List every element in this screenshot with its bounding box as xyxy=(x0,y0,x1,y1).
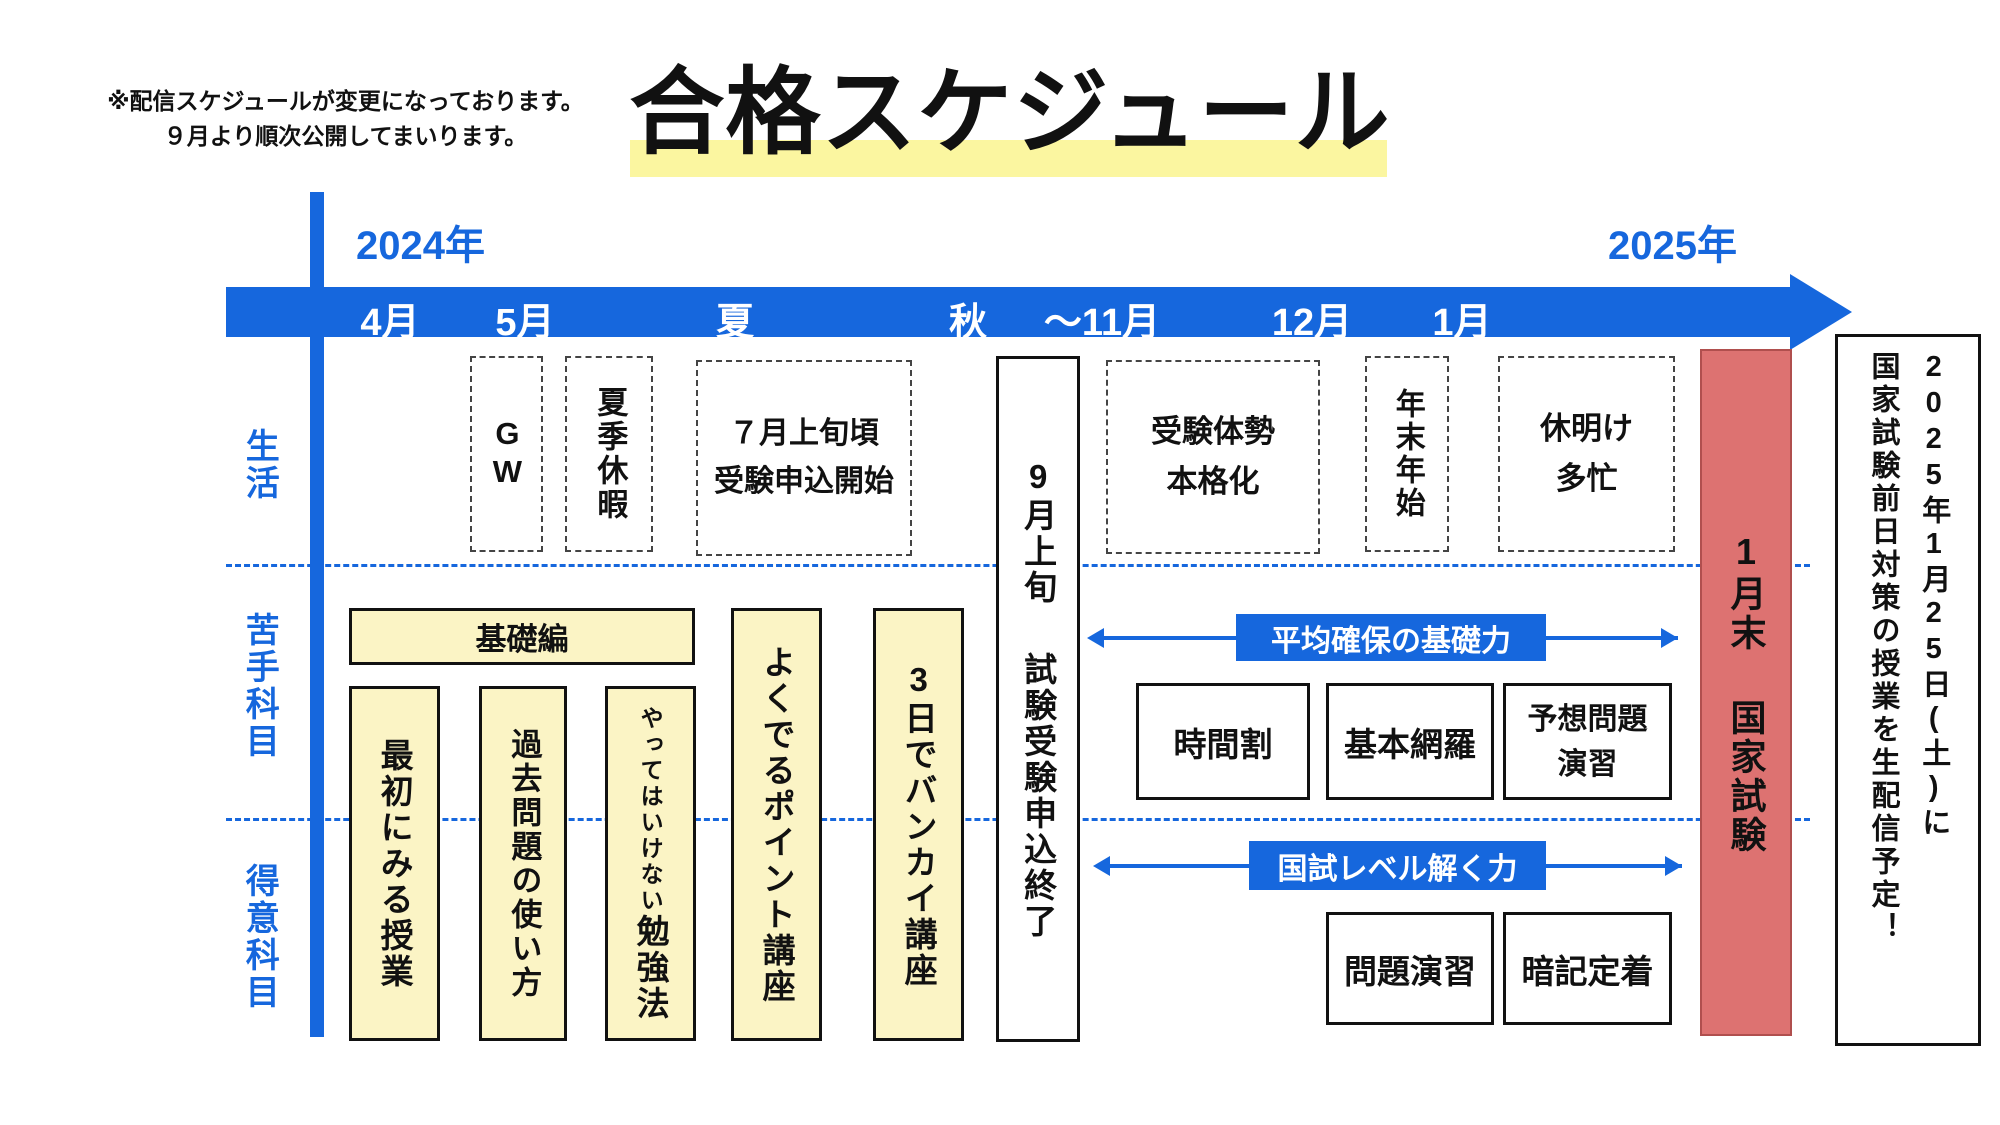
july-line-2: 受験申込開始 xyxy=(714,465,894,498)
weak-item-basic-coverage: 基本網羅 xyxy=(1326,683,1494,800)
taisei-line-2: 本格化 xyxy=(1166,464,1260,499)
national-exam-box: 1月末国家試験 xyxy=(1700,349,1792,1036)
row-label-strong-subjects: 得意科目 xyxy=(236,856,282,1018)
weak-arrow-left-icon xyxy=(1087,628,1104,648)
bankai-lecture-text: 3日でバンカイ講座 xyxy=(900,660,938,989)
info-line-1: 2025年1月25日(土)に xyxy=(1917,351,1950,840)
life-box-busy-after-holiday: 休明け 多忙 xyxy=(1498,356,1675,552)
note-line-1: ※配信スケジュールが変更になっております。 xyxy=(107,88,584,114)
weak-arrow-label: 平均確保の基礎力 xyxy=(1236,614,1546,661)
row-label-life: 生活 xyxy=(236,425,282,505)
life-box-exam-mode: 受験体勢 本格化 xyxy=(1106,360,1320,554)
july-line-1: ７月上旬頃 xyxy=(729,417,879,450)
row-label-life-text: 生活 xyxy=(240,428,279,502)
national-exam-text: 1月末国家試験 xyxy=(1724,531,1769,855)
year-right-label: 2025年 xyxy=(1608,224,1737,268)
row-label-weak-subjects: 苦手科目 xyxy=(236,605,282,767)
course-box-point-lecture: よくでるポイント講座 xyxy=(731,608,822,1041)
life-box-gw-text: GW xyxy=(489,416,525,492)
september-application-close-box: 9月上旬試験受験申込終了 xyxy=(996,356,1080,1042)
life-box-summer-vacation: 夏季休暇 xyxy=(565,356,653,552)
weak-item-timetable: 時間割 xyxy=(1136,683,1310,800)
avoid-study-text: やってはいけない勉強法 xyxy=(630,706,671,1022)
month-label-summer: 夏 xyxy=(715,302,755,344)
exam-line-2: 国家試験 xyxy=(1725,698,1767,855)
september-line-1: 9月上旬 xyxy=(1019,458,1057,606)
month-label-nov: ～11月 xyxy=(1043,302,1161,344)
year-end-text: 年末年始 xyxy=(1390,388,1424,520)
weak-item-predicted-questions: 予想問題 演習 xyxy=(1503,683,1672,800)
note-line-2: ９月より順次公開してまいります。 xyxy=(163,122,528,149)
month-label-may: 5月 xyxy=(495,302,555,344)
month-label-dec: 12月 xyxy=(1271,302,1353,344)
basics-text: 基礎編 xyxy=(475,622,569,657)
strong-arrow-label: 国試レベル解く力 xyxy=(1249,841,1546,890)
predicted-line-2: 演習 xyxy=(1557,747,1618,781)
timetable-text: 時間割 xyxy=(1173,725,1273,763)
exam-line-1: 1月末 xyxy=(1725,530,1767,653)
schedule-change-note: ※配信スケジュールが変更になっております。 ９月より順次公開してまいります。 xyxy=(88,84,603,153)
live-stream-info-box: 2025年1月25日(土)に 国家試験前日対策の授業を生配信予定！ xyxy=(1835,334,1981,1046)
first-lesson-text: 最初にみる授業 xyxy=(376,737,414,990)
yasumiake-line-2: 多忙 xyxy=(1555,461,1618,496)
strong-item-question-practice: 問題演習 xyxy=(1326,912,1494,1025)
past-questions-text: 過去問題の使い方 xyxy=(506,727,542,1000)
info-line-2: 国家試験前日対策の授業を生配信予定！ xyxy=(1867,351,1899,945)
september-line-2: 試験受験申込終了 xyxy=(1019,652,1057,940)
timeline-bar xyxy=(226,287,1792,337)
row-label-strong-text: 得意科目 xyxy=(240,863,279,1011)
course-box-past-questions: 過去問題の使い方 xyxy=(479,686,567,1041)
strong-arrow-left-icon xyxy=(1093,856,1110,876)
row-label-weak-text: 苦手科目 xyxy=(240,612,279,760)
weak-arrow-right-icon xyxy=(1661,628,1678,648)
september-box-text: 9月上旬試験受験申込終了 xyxy=(1017,458,1058,940)
question-practice-text: 問題演習 xyxy=(1344,952,1476,990)
basic-coverage-text: 基本網羅 xyxy=(1344,725,1476,763)
taisei-line-1: 受験体勢 xyxy=(1151,414,1275,450)
avoid-study-small-text: やってはいけない xyxy=(637,705,664,914)
life-box-year-end: 年末年始 xyxy=(1365,356,1449,552)
month-label-jan: 1月 xyxy=(1432,302,1492,344)
life-box-summer-text: 夏季休暇 xyxy=(592,386,628,522)
month-label-autumn: 秋 xyxy=(948,302,988,344)
live-stream-info-text: 2025年1月25日(土)に 国家試験前日対策の授業を生配信予定！ xyxy=(1857,351,1959,945)
month-label-apr: 4月 xyxy=(360,302,420,344)
course-box-first-lesson: 最初にみる授業 xyxy=(349,686,440,1041)
course-box-bankai-lecture: 3日でバンカイ講座 xyxy=(873,608,964,1041)
page-title: 合格スケジュール xyxy=(629,60,1391,166)
course-box-basics: 基礎編 xyxy=(349,608,695,665)
year-left-label: 2024年 xyxy=(356,224,485,268)
vertical-axis-line xyxy=(310,192,324,1037)
life-box-july-apply-start: ７月上旬頃 受験申込開始 xyxy=(696,360,912,556)
strong-arrow-label-text: 国試レベル解く力 xyxy=(1277,852,1518,886)
predicted-line-1: 予想問題 xyxy=(1527,702,1648,736)
weak-arrow-label-text: 平均確保の基礎力 xyxy=(1271,624,1511,658)
course-box-avoid-study: やってはいけない勉強法 xyxy=(605,686,696,1041)
point-lecture-text: よくでるポイント講座 xyxy=(758,644,796,1005)
strong-arrow-right-icon xyxy=(1665,856,1682,876)
strong-item-memorization: 暗記定着 xyxy=(1503,912,1672,1025)
life-box-gw: GW xyxy=(470,356,543,552)
avoid-study-large-text: 勉強法 xyxy=(632,913,670,1022)
title-highlight xyxy=(630,140,1387,177)
yasumiake-line-1: 休明け xyxy=(1540,411,1633,447)
memorization-text: 暗記定着 xyxy=(1521,952,1654,990)
